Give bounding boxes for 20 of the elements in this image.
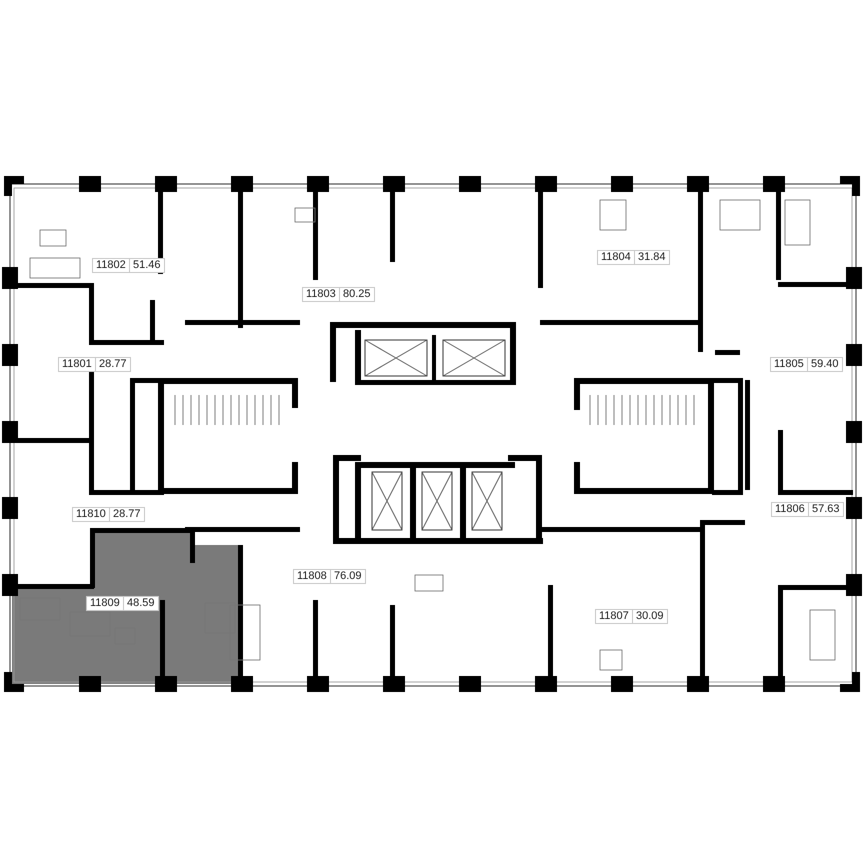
apartment-number: 11803 <box>302 287 340 302</box>
apartment-area: 76.09 <box>330 569 366 584</box>
apartment-area: 28.77 <box>95 357 131 372</box>
apartment-number: 11806 <box>771 502 809 517</box>
apartment-number: 11810 <box>72 507 110 522</box>
apartment-number: 11808 <box>293 569 331 584</box>
apartment-area: 31.84 <box>634 250 670 265</box>
apartment-number: 11804 <box>597 250 635 265</box>
apartment-area: 51.46 <box>129 258 165 273</box>
apartment-area: 80.25 <box>339 287 375 302</box>
apartment-area: 57.63 <box>808 502 844 517</box>
apartment-number: 11801 <box>58 357 96 372</box>
apartment-number: 11802 <box>92 258 130 273</box>
apartment-area: 28.77 <box>109 507 145 522</box>
apartment-number: 11809 <box>86 596 124 611</box>
apartment-area: 59.40 <box>807 357 843 372</box>
apartment-number: 11807 <box>595 609 633 624</box>
apartment-number: 11805 <box>770 357 808 372</box>
apartment-area: 30.09 <box>632 609 668 624</box>
apartment-area: 48.59 <box>123 596 159 611</box>
